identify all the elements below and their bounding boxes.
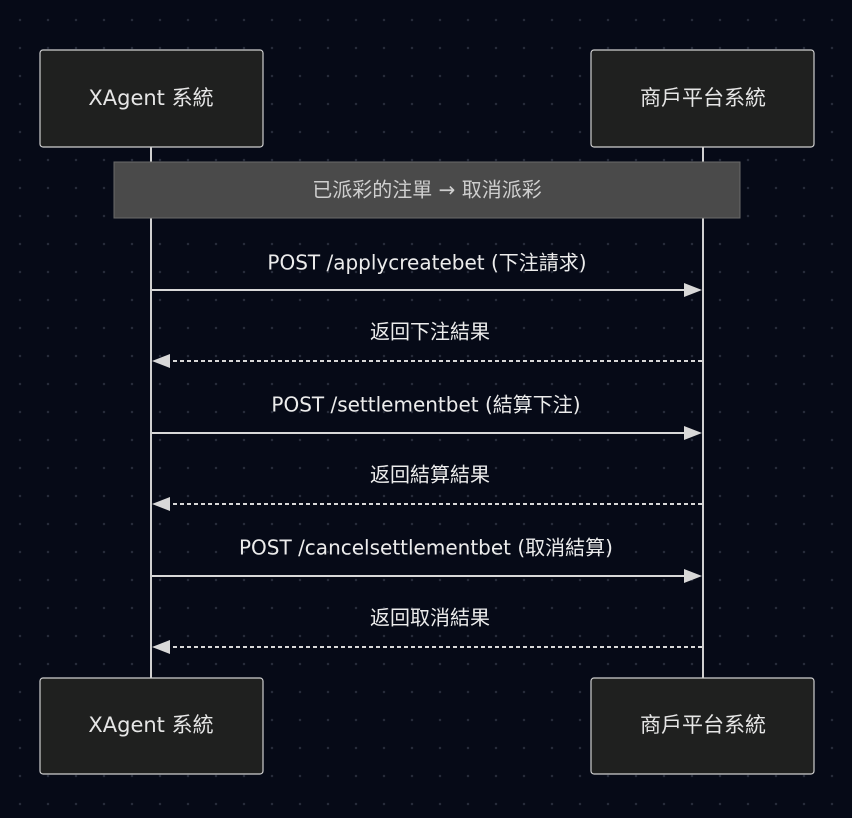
actor-bottom-xagent-label: XAgent 系統: [88, 713, 213, 737]
message-4-arrowhead: [152, 497, 170, 511]
note: 已派彩的注單 → 取消派彩: [113, 161, 741, 219]
message-5-arrowhead: [684, 569, 702, 583]
actor-bottom-merchant-label: 商戶平台系統: [640, 713, 766, 737]
actor-top-xagent: XAgent 系統: [39, 49, 264, 148]
actor-top-xagent-label: XAgent 系統: [88, 86, 213, 110]
message-1-arrowhead: [684, 283, 702, 297]
message-5-label: POST /cancelsettlementbet (取消結算): [239, 536, 613, 560]
message-4: 返回結算結果: [152, 463, 702, 511]
actor-bottom-merchant: 商戶平台系統: [590, 677, 815, 775]
message-2-label: 返回下注結果: [370, 320, 490, 344]
message-6-arrowhead: [152, 640, 170, 654]
message-3-label: POST /settlementbet (結算下注): [271, 393, 580, 417]
message-1-label: POST /applycreatebet (下注請求): [267, 251, 586, 275]
message-4-label: 返回結算結果: [370, 463, 490, 487]
message-5: POST /cancelsettlementbet (取消結算): [152, 536, 702, 583]
message-3: POST /settlementbet (結算下注): [152, 393, 702, 440]
actor-top-merchant-label: 商戶平台系統: [640, 86, 766, 110]
actor-top-merchant: 商戶平台系統: [590, 49, 815, 148]
message-2: 返回下注結果: [152, 320, 702, 368]
actor-bottom-xagent: XAgent 系統: [39, 677, 264, 775]
message-6: 返回取消結果: [152, 606, 702, 654]
message-6-label: 返回取消結果: [370, 606, 490, 630]
message-3-arrowhead: [684, 426, 702, 440]
note-text: 已派彩的注單 → 取消派彩: [312, 178, 541, 202]
message-2-arrowhead: [152, 354, 170, 368]
message-1: POST /applycreatebet (下注請求): [152, 251, 702, 297]
